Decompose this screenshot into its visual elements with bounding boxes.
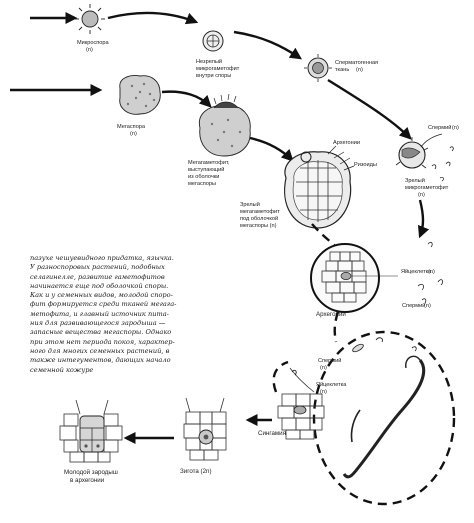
immature-microgametophyte-icon	[202, 30, 224, 52]
microspore-label: Микроспора	[77, 40, 110, 46]
sperm-top-ploidy: (n)	[452, 125, 459, 131]
young-embryo-label-1: Молодой зародыш	[64, 469, 118, 476]
fertilization-dashed-curve	[272, 360, 289, 393]
megaspore-stage: Мегаспора (n)	[117, 75, 161, 137]
mature-megagametophyte-label-4: мегаспоры (n)	[240, 223, 277, 229]
spermatogenic-tissue-stage: Сперматогенная ткань (n)	[304, 54, 378, 82]
zygote-stage: Зигота (2n)	[180, 397, 227, 475]
body-line: метофита, и главный источник пита-	[30, 309, 169, 318]
sperm-lower-ploidy: (n)	[320, 365, 327, 371]
body-line: также интегументов, дающих начало	[30, 356, 171, 365]
sperm-right-stage: Спермий (n)	[402, 241, 444, 309]
arrow-megaspore-to-megagametophyte	[161, 90, 212, 108]
sperm-top-label: Спермий	[428, 124, 451, 131]
mature-male-label-1: Зрелый	[405, 177, 425, 184]
megagametophyte-label-2: выступающий	[188, 166, 224, 173]
spermatogenic-ploidy: (n)	[356, 67, 363, 73]
mature-megagametophyte-label-3: под оболочкой	[240, 215, 278, 222]
archegonium-label: Архегоний	[316, 311, 346, 318]
fertilization-archegonium-stage: Спермий (n) Яйцеклетка (n) Сингамия	[258, 357, 347, 440]
body-line: семенной кожуре	[30, 365, 94, 374]
body-line: запасные вещества мегаспоры. Однако	[30, 328, 172, 337]
mature-megagametophyte-label-1: Зрелый	[240, 201, 260, 208]
rhizoids-label: Ризоиды	[354, 162, 377, 168]
embryo-archegonium-cells	[59, 399, 123, 463]
mature-male-label-2: микрогаметофит	[405, 185, 449, 191]
sperm-pointer-line	[420, 133, 443, 148]
lower-egg-shape	[293, 405, 307, 415]
young-embryo-stage: Молодой зародыш в архегонии	[59, 399, 123, 484]
megagametophyte-label-3: из оболочки	[188, 174, 219, 180]
arrow-immature-to-spermatogenic	[233, 30, 302, 60]
arrow-spermatogenic-to-mature	[327, 78, 412, 140]
sperm-right-ploidy: (n)	[424, 303, 431, 309]
lower-sperm-shape	[291, 369, 297, 376]
zygote-archegonium-cells	[183, 397, 227, 461]
immature-gametophyte-label-1: Незрелый	[196, 58, 222, 65]
megaspore-icon	[119, 75, 161, 115]
mature-microgametophyte-icon	[395, 137, 429, 169]
arrow-male-to-archegonium	[417, 199, 430, 239]
immature-male-gametophyte-stage: Незрелый микрогаметофит внутри споры	[196, 30, 240, 79]
arrow-megagametophyte-to-mature	[249, 136, 294, 162]
body-line: начинается еще под оболочкой споры.	[30, 281, 169, 290]
body-text: пазухе чешуевидного придатка, язычка. У …	[30, 254, 228, 375]
egg-cell-right-label: Яйцеклетка	[401, 268, 432, 275]
sperm-large-icon	[342, 337, 426, 479]
body-line: ния для развивающегося зародыша —	[30, 319, 166, 328]
body-line: пазухе чешуевидного придатка, язычка.	[30, 254, 174, 262]
microspore-stage: Микроспора (n)	[30, 4, 110, 53]
archegonia-label: Архегонии	[333, 140, 360, 146]
zygote-nucleus	[203, 434, 209, 440]
arrow-microspore-to-immature	[107, 11, 199, 25]
immature-gametophyte-label-3: внутри споры	[196, 73, 231, 79]
megagametophyte-stage: Мегагаметофит, выступающий из оболочки м…	[188, 93, 251, 187]
body-line: селагинелле, развитие гаметофитов	[30, 272, 165, 281]
young-embryo-label-2: в архегонии	[70, 477, 105, 484]
zoom-dashed-line-top	[311, 223, 344, 255]
egg-cell-lower-ploidy: (n)	[320, 389, 327, 395]
spermatogenic-tissue-icon	[304, 54, 332, 82]
body-line: У разноспоровых растений, подобных	[30, 263, 165, 272]
swimming-sperm-icons	[431, 146, 454, 182]
lower-archegonium-cells	[277, 367, 325, 440]
megaspore-label: Мегаспора	[117, 124, 146, 130]
immature-gametophyte-label-2: микрогаметофит	[196, 66, 240, 72]
mature-male-ploidy: (n)	[418, 192, 425, 198]
megagametophyte-label-1: Мегагаметофит,	[188, 160, 230, 166]
spermatogenic-label-1: Сперматогенная	[335, 60, 378, 66]
zygote-label: Зигота (2n)	[180, 468, 212, 475]
egg-cell-lower-label: Яйцеклетка	[316, 381, 347, 388]
megaspore-ploidy: (n)	[130, 131, 137, 137]
mature-male-gametophyte-stage: Спермий (n) Зрелый микрогаметофит (n)	[395, 124, 459, 198]
body-line: ного для многих семенных растений, в	[30, 346, 170, 355]
mature-megagametophyte-label-2: мегагаметофит	[240, 209, 280, 215]
swimming-sperm-right-icons	[417, 241, 444, 304]
body-line: при этом нет периода покоя, характер-	[30, 337, 175, 346]
megagametophyte-label-4: мегаспоры	[188, 181, 216, 187]
egg-cell-shape	[340, 272, 352, 280]
sperm-lower-label: Спермий	[318, 357, 341, 364]
mature-megagametophyte-stage: Архегонии Ризоиды Зрелый мегагаметофит п…	[240, 140, 377, 229]
body-line: фит формируется среди тканей мегага-	[30, 300, 177, 309]
microspore-ploidy: (n)	[86, 47, 93, 53]
megagametophyte-icon	[198, 93, 251, 157]
sperm-right-label: Спермий	[402, 302, 425, 309]
spermatogenic-label-2: ткань	[335, 67, 349, 73]
egg-cell-right-ploidy: (n)	[428, 269, 435, 275]
mature-megagametophyte-icon	[284, 145, 355, 229]
body-line: Как и у семенных видов, молодой споро-	[30, 291, 173, 300]
archegonium-detail: Яйцеклетка (n) Архегоний	[310, 243, 435, 318]
syngamy-label: Сингамия	[258, 430, 286, 437]
microspore-icon	[75, 4, 105, 34]
zoom-dashed-line-bottom	[333, 311, 340, 343]
